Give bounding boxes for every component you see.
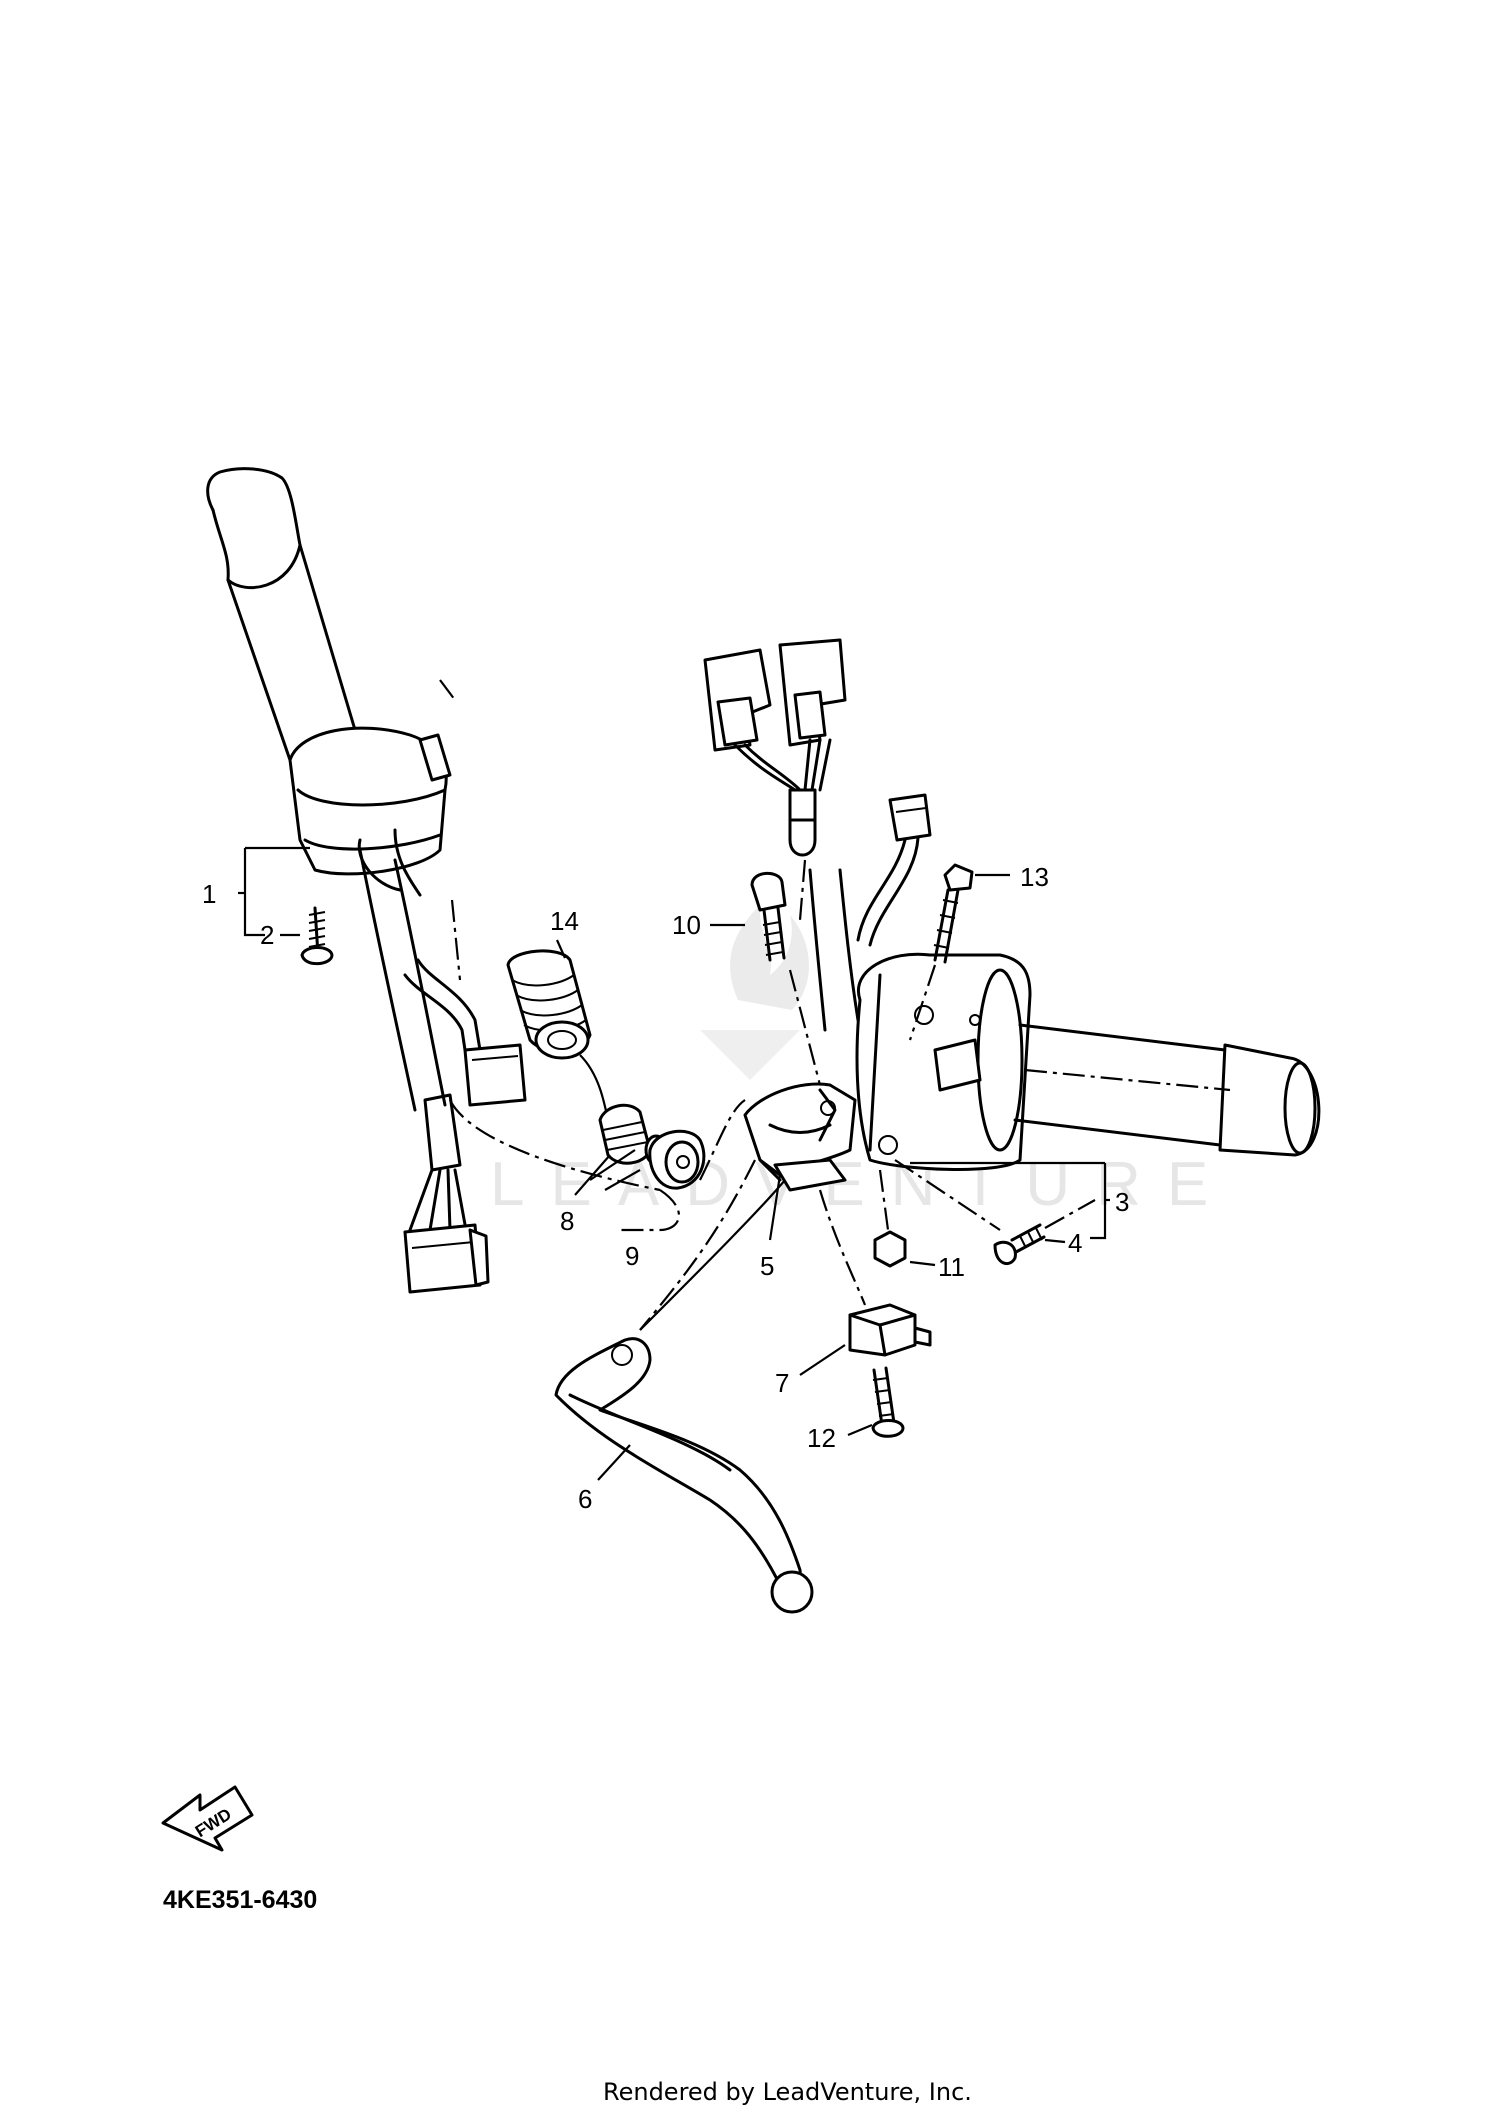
callout-1: 1 <box>202 879 216 909</box>
callout-7: 7 <box>775 1368 789 1398</box>
right-switch-wiring <box>703 638 932 1032</box>
left-handlebar-assembly <box>206 467 681 1294</box>
right-handlebar-assembly <box>639 863 1321 1331</box>
callout-9: 9 <box>625 1241 639 1271</box>
callout-5: 5 <box>760 1251 774 1281</box>
small-parts-group <box>506 949 786 1331</box>
callout-10: 10 <box>672 910 701 940</box>
watermark: LEADVENTURE <box>490 905 1234 1219</box>
diagram-code: 4KE351-6430 <box>163 1886 317 1914</box>
callout-labels: 1 2 3 4 5 6 7 8 9 10 11 12 13 14 <box>202 862 1129 1514</box>
footer-credit: Rendered by LeadVenture, Inc. <box>603 2078 972 2106</box>
callout-6: 6 <box>578 1484 592 1514</box>
callout-3: 3 <box>1115 1187 1129 1217</box>
callout-4: 4 <box>1068 1228 1082 1258</box>
clutch-lever-group <box>554 1189 932 1614</box>
callout-11: 11 <box>938 1252 965 1282</box>
forward-direction-arrow: FWD <box>161 1785 254 1852</box>
callout-8: 8 <box>560 1206 574 1236</box>
callout-13: 13 <box>1020 862 1049 892</box>
leader-lines <box>280 873 1066 1481</box>
callout-12: 12 <box>807 1423 836 1453</box>
watermark-logo-icon <box>700 905 810 1080</box>
callout-2: 2 <box>260 920 274 950</box>
watermark-text: LEADVENTURE <box>490 1150 1234 1219</box>
fwd-arrow-icon <box>161 1785 254 1852</box>
callout-14: 14 <box>550 906 579 936</box>
